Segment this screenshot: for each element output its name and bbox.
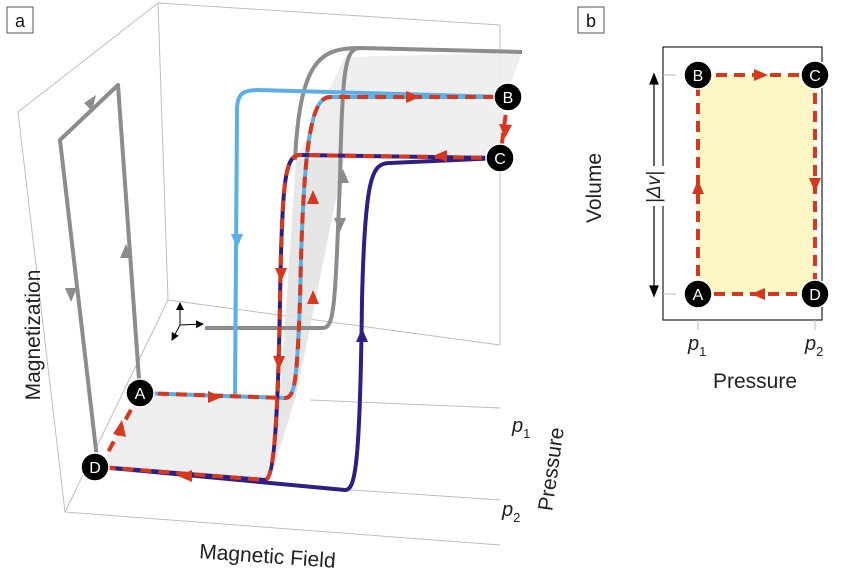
cycle-area-fill bbox=[698, 75, 815, 294]
light-blue-arrow bbox=[231, 234, 243, 248]
pressure-tick-p2: p2 bbox=[501, 499, 520, 525]
upper-plane bbox=[296, 52, 522, 160]
point-d-panel-a: D bbox=[80, 452, 110, 482]
svg-text:A: A bbox=[135, 386, 146, 403]
point-c-panel-b: C bbox=[800, 60, 830, 90]
panel-b-arrows bbox=[692, 69, 821, 300]
dark-blue-arrow bbox=[356, 328, 368, 342]
panel-b: b |Δv| bbox=[577, 6, 830, 393]
transition-wall bbox=[270, 57, 345, 480]
gray-arrows bbox=[65, 95, 349, 302]
point-a-panel-b: A bbox=[683, 279, 713, 309]
svg-text:B: B bbox=[503, 90, 514, 107]
panel-b-tick-p2: p2 bbox=[804, 333, 823, 359]
point-a-panel-a: A bbox=[125, 378, 155, 408]
delta-v-label-bg bbox=[638, 166, 668, 206]
axis-label-pressure: Pressure bbox=[534, 426, 568, 512]
red-arrows bbox=[113, 91, 512, 482]
floor-plane bbox=[100, 393, 280, 480]
svg-text:A: A bbox=[693, 287, 704, 304]
svg-text:C: C bbox=[809, 68, 821, 85]
panel-b-label-box bbox=[577, 6, 605, 34]
panel-b-guides bbox=[663, 74, 816, 330]
panel-b-axis-label-volume: Volume bbox=[583, 153, 606, 223]
axis-glyph bbox=[171, 302, 204, 341]
point-b-panel-a: B bbox=[493, 82, 523, 112]
panel-b-label: b bbox=[586, 11, 596, 31]
svg-text:D: D bbox=[809, 287, 821, 304]
panel-b-tick-p1: p1 bbox=[687, 333, 706, 359]
axis-label-magnetic-field: Magnetic Field bbox=[199, 540, 337, 572]
panel-a: a bbox=[6, 2, 569, 573]
point-b-panel-b: B bbox=[683, 60, 713, 90]
panel-a-label: a bbox=[15, 11, 26, 31]
panel-a-label-box bbox=[6, 6, 34, 34]
axis-label-magnetization: Magnetization bbox=[22, 270, 45, 401]
panel-b-axis-label-pressure: Pressure bbox=[713, 370, 797, 393]
point-c-panel-a: C bbox=[485, 143, 515, 173]
svg-text:B: B bbox=[693, 68, 704, 85]
svg-text:C: C bbox=[494, 151, 506, 168]
pressure-tick-p1: p1 bbox=[511, 415, 530, 441]
svg-text:D: D bbox=[89, 460, 101, 477]
delta-v-label: |Δv| bbox=[644, 171, 665, 203]
point-d-panel-b: D bbox=[800, 279, 830, 309]
